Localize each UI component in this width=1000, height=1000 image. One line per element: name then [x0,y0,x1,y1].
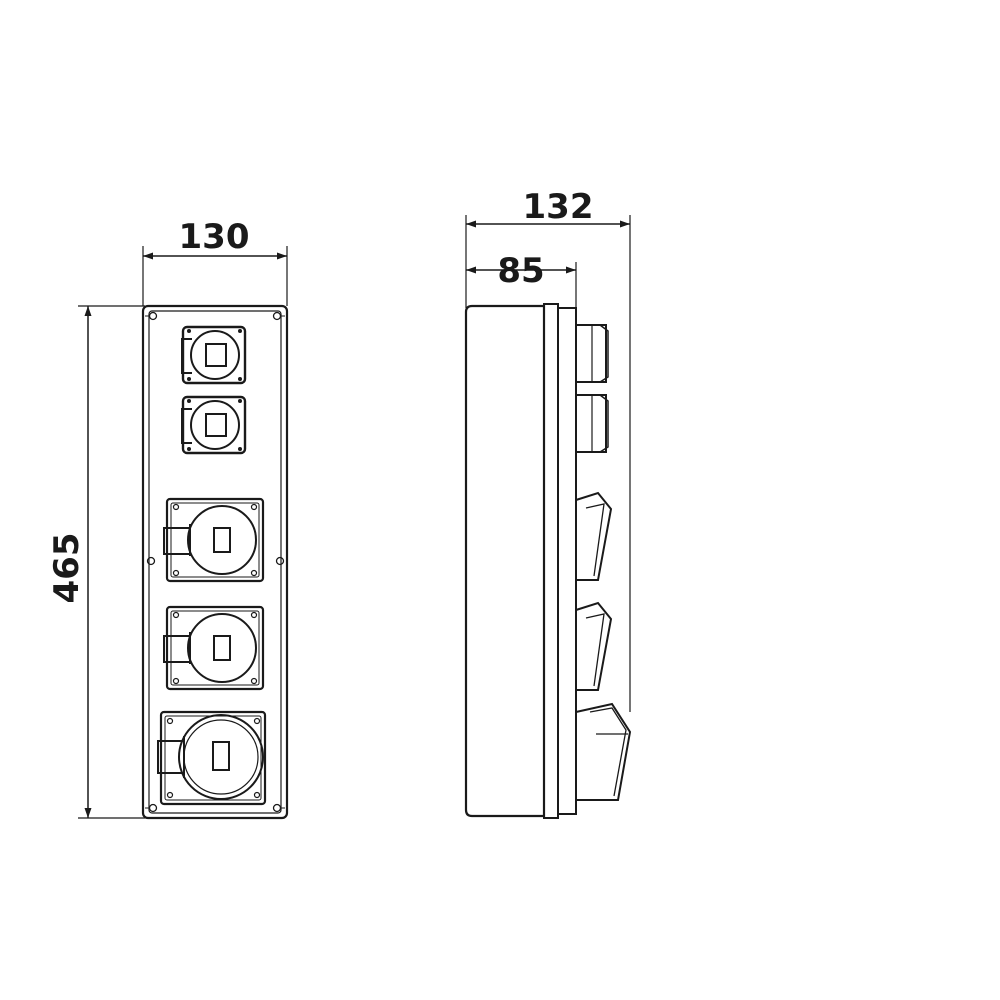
socket-large [157,710,267,806]
screw-top-right [272,311,282,321]
dimension-total-depth: 132 [465,187,631,712]
screw-bottom-right [272,803,282,813]
socket-medium-1 [163,497,265,583]
side-socket-medium-1 [575,491,613,581]
side-body [464,304,546,818]
housing-inner [148,310,282,814]
corner-screws [145,311,285,813]
side-socket-large [575,702,632,801]
dimension-body-depth: 85 [466,251,577,308]
socket-small-2 [181,395,247,455]
screw-mid-right [275,556,285,566]
side-socket-small-2 [575,394,609,453]
side-socket-medium-2 [575,601,613,691]
socket-small-1 [181,325,247,385]
side-view: 132 85 [464,187,632,819]
side-lid [543,303,559,819]
screw-top-left [148,311,158,321]
dimension-total-depth-label: 132 [523,187,594,227]
dimension-width: 130 [142,217,288,306]
dimension-width-label: 130 [179,217,250,257]
dimension-body-depth-label: 85 [497,251,544,291]
housing-outer [141,304,289,820]
screw-bottom-left [148,803,158,813]
dimension-height: 465 [47,305,145,819]
socket-medium-2 [163,605,265,691]
side-socket-small-1 [575,324,609,383]
side-frame [557,307,577,815]
screw-mid-left [146,556,156,566]
front-view: 130 465 [47,217,289,820]
dimension-height-label: 465 [47,533,87,604]
